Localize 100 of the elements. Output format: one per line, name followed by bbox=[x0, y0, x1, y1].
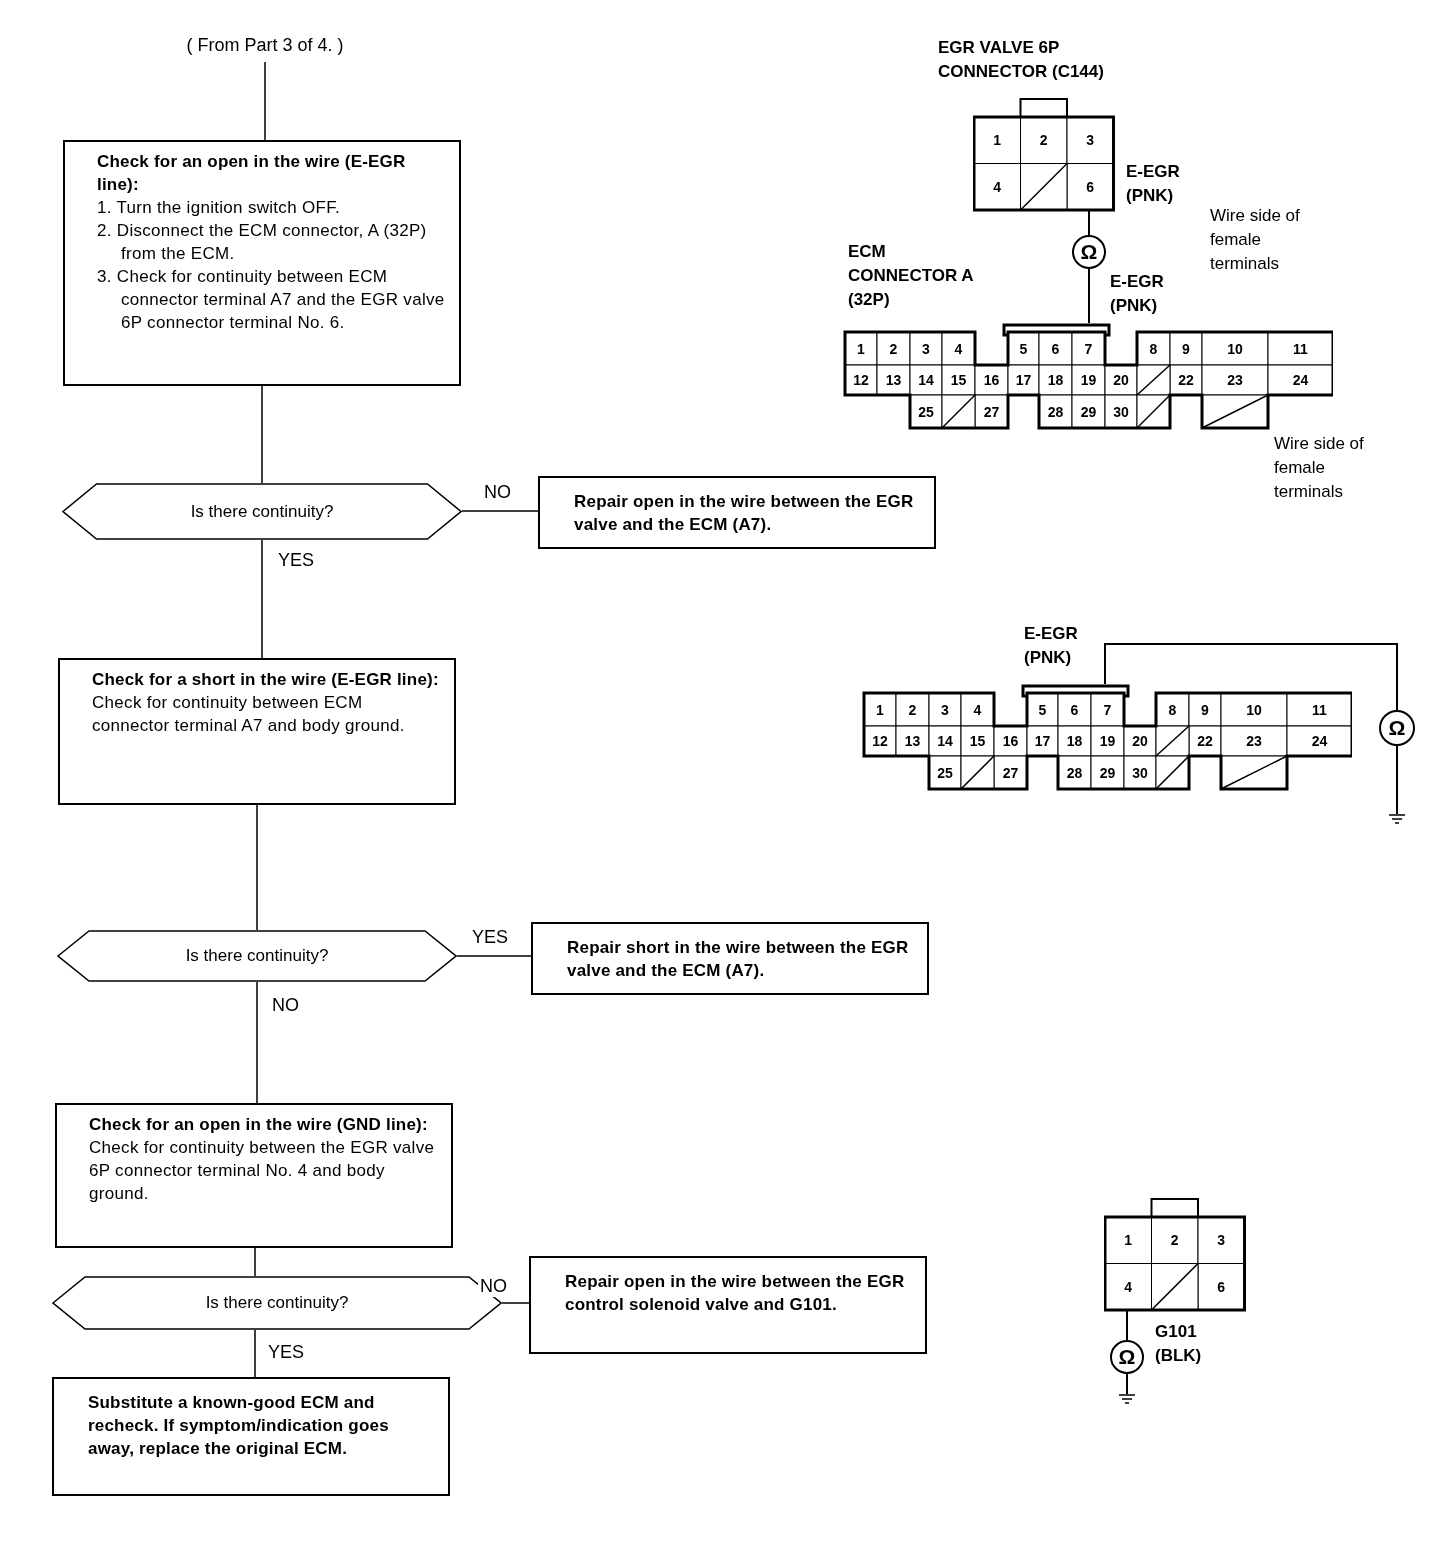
pin-number: 10 bbox=[1245, 702, 1263, 717]
pin-number: 5 bbox=[1018, 341, 1029, 356]
wire bbox=[1396, 745, 1398, 815]
step-heading: Check for an open in the wire (GND line): bbox=[89, 1114, 429, 1136]
edge-label: NO bbox=[478, 1276, 509, 1297]
pin-number: 3 bbox=[1216, 1233, 1227, 1248]
pin-number: 10 bbox=[1226, 341, 1244, 356]
question-text: Is there continuity? bbox=[204, 1292, 350, 1314]
pin-number: 19 bbox=[1098, 734, 1117, 748]
action-box bbox=[531, 922, 929, 995]
connector-line bbox=[456, 955, 532, 957]
pin-number: 12 bbox=[871, 734, 889, 748]
pin-number: 15 bbox=[949, 373, 968, 387]
pin-number: 1 bbox=[875, 702, 885, 717]
pin-number: 9 bbox=[1200, 702, 1210, 717]
pin-number: 30 bbox=[1112, 404, 1130, 419]
pin-number: 2 bbox=[888, 341, 899, 356]
pin-number: 4 bbox=[1123, 1279, 1134, 1294]
pin-number: 25 bbox=[917, 404, 935, 419]
pin-number: 28 bbox=[1046, 404, 1065, 419]
step-text: Check for continuity between ECM connector terminal A7 and body ground. bbox=[92, 692, 406, 737]
pin-number: 1 bbox=[1123, 1233, 1134, 1248]
action-text: Substitute a known-good ECM and recheck. If symptom/indication goes away, replace the original ECM. bbox=[88, 1392, 390, 1460]
pin-number: 19 bbox=[1079, 373, 1098, 387]
pin-number: 13 bbox=[903, 734, 922, 748]
connector-line bbox=[256, 981, 258, 1104]
connector-line bbox=[256, 804, 258, 931]
pin-number: 28 bbox=[1065, 765, 1084, 780]
pin-number: 22 bbox=[1177, 373, 1195, 387]
wire bbox=[1104, 643, 1398, 711]
ohmmeter-symbol bbox=[1379, 710, 1415, 746]
pin-number: 9 bbox=[1181, 341, 1191, 356]
connector-line bbox=[254, 1329, 256, 1378]
process-box bbox=[58, 658, 456, 805]
action-box bbox=[52, 1377, 450, 1496]
pin-number: 25 bbox=[936, 765, 954, 780]
decision-hexagon bbox=[57, 930, 457, 982]
wire bbox=[1126, 1373, 1128, 1395]
note-text: ( From Part 3 of 4. ) bbox=[185, 34, 345, 57]
pin-number: 20 bbox=[1112, 373, 1130, 387]
question-text: Is there continuity? bbox=[189, 500, 335, 523]
step-heading: Check for a short in the wire (E-EGR line): bbox=[92, 669, 440, 691]
pin-number: 29 bbox=[1098, 765, 1117, 780]
pin-number: 23 bbox=[1245, 734, 1263, 748]
pin-number: 1 bbox=[992, 133, 1003, 148]
pin-number: 16 bbox=[982, 373, 1001, 387]
pin-number: 6 bbox=[1050, 341, 1061, 356]
pin-number: 14 bbox=[917, 373, 935, 387]
ohm-sign: Ω bbox=[1117, 1345, 1137, 1369]
pin-number: 4 bbox=[953, 341, 964, 356]
connector-line bbox=[261, 539, 263, 659]
process-box bbox=[63, 140, 461, 386]
pin-number: 11 bbox=[1292, 341, 1309, 356]
step-item: 3. Check for continuity between ECM connector terminal A7 and the EGR valve 6P connector terminal No. 6. bbox=[97, 266, 446, 334]
ohmmeter-symbol bbox=[1110, 1340, 1144, 1374]
pin-number: 3 bbox=[921, 341, 931, 356]
pin-number: 13 bbox=[884, 373, 903, 387]
pin-number: 14 bbox=[936, 734, 954, 748]
action-text: Repair open in the wire between the EGR valve and the ECM (A7). bbox=[574, 491, 915, 536]
pin-number: 7 bbox=[1102, 702, 1113, 717]
question-text: Is there continuity? bbox=[184, 945, 330, 967]
pin-number: 3 bbox=[940, 702, 950, 717]
pin-number: 24 bbox=[1291, 373, 1310, 387]
connector-line bbox=[254, 1247, 256, 1277]
connector-title: EGR VALVE 6P CONNECTOR (C144) bbox=[938, 37, 1105, 83]
pin-number: 6 bbox=[1216, 1279, 1227, 1294]
pin-number: 24 bbox=[1310, 734, 1329, 748]
pin-number: 2 bbox=[1169, 1233, 1180, 1248]
action-text: Repair open in the wire between the EGR control solenoid valve and G101. bbox=[565, 1271, 906, 1316]
connector-line bbox=[501, 1302, 530, 1304]
action-box bbox=[529, 1256, 927, 1354]
view-note: Wire side of female terminals bbox=[1274, 433, 1365, 503]
pin-number: 1 bbox=[856, 341, 866, 356]
pin-number: 22 bbox=[1196, 734, 1214, 748]
pin-number: 17 bbox=[1033, 734, 1052, 748]
pin-number: 12 bbox=[852, 373, 870, 387]
wire bbox=[1088, 268, 1090, 324]
pin-number: 5 bbox=[1037, 702, 1048, 717]
pin-number: 27 bbox=[1001, 765, 1020, 780]
pin-number: 27 bbox=[982, 404, 1001, 419]
pin-number: 8 bbox=[1148, 341, 1159, 356]
connector-line bbox=[461, 510, 539, 512]
step-text: Check for continuity between the EGR valve 6P connector terminal No. 4 and body ground. bbox=[89, 1137, 436, 1205]
pin-number: 4 bbox=[992, 179, 1003, 194]
pin-number: 18 bbox=[1046, 373, 1065, 387]
pin-number: 17 bbox=[1014, 373, 1033, 387]
pin-number: 6 bbox=[1069, 702, 1080, 717]
pin-number: 18 bbox=[1065, 734, 1084, 748]
ohmmeter-symbol bbox=[1072, 235, 1106, 269]
ohm-sign: Ω bbox=[1387, 716, 1407, 740]
wire-label: E-EGR (PNK) bbox=[1110, 271, 1165, 317]
step-item: 2. Disconnect the ECM connector, A (32P) from the ECM. bbox=[97, 220, 428, 265]
wire-label: E-EGR (PNK) bbox=[1024, 623, 1079, 669]
pin-number: 30 bbox=[1131, 765, 1149, 780]
pin-number: 3 bbox=[1085, 133, 1096, 148]
pin-number: 6 bbox=[1085, 179, 1096, 194]
process-box bbox=[55, 1103, 453, 1248]
connector-line bbox=[264, 61, 266, 141]
pin-number: 20 bbox=[1131, 734, 1149, 748]
pin-number: 11 bbox=[1311, 702, 1328, 717]
